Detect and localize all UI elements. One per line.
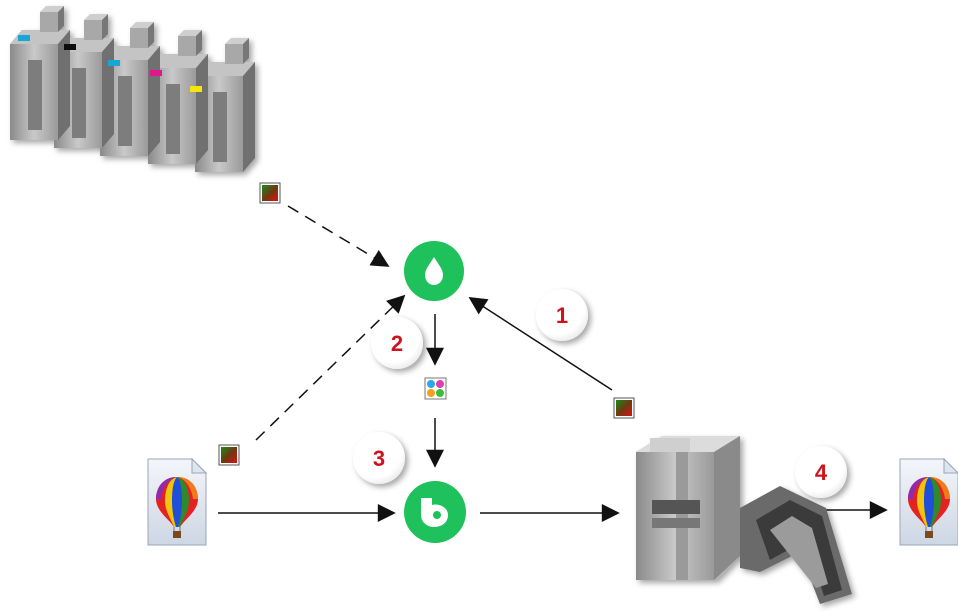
step-4: 4	[795, 446, 847, 498]
arrow-image-to-profile	[255, 294, 406, 441]
output-image-file-icon	[899, 458, 958, 546]
color-swatch-icon	[218, 444, 240, 466]
step-4-number: 4	[815, 460, 828, 485]
step-2: 2	[371, 317, 423, 369]
arrow-cartridges-to-profile	[287, 205, 390, 267]
arrow-printer-to-profile	[468, 297, 613, 391]
ink-drop-icon[interactable]	[404, 241, 464, 301]
production-printer-icon	[636, 436, 852, 604]
step-2-number: 2	[391, 331, 403, 356]
step-3-number: 3	[373, 446, 385, 471]
color-swatch-icon	[613, 397, 635, 419]
color-wheel-icon	[424, 377, 447, 400]
step-1-number: 1	[556, 303, 568, 328]
step-3: 3	[353, 432, 405, 484]
ink-cartridges-icon	[10, 6, 255, 172]
color-swatch-icon	[259, 182, 281, 204]
step-1: 1	[536, 289, 588, 341]
image-file-icon	[147, 458, 207, 546]
color-server-icon[interactable]	[404, 481, 466, 543]
